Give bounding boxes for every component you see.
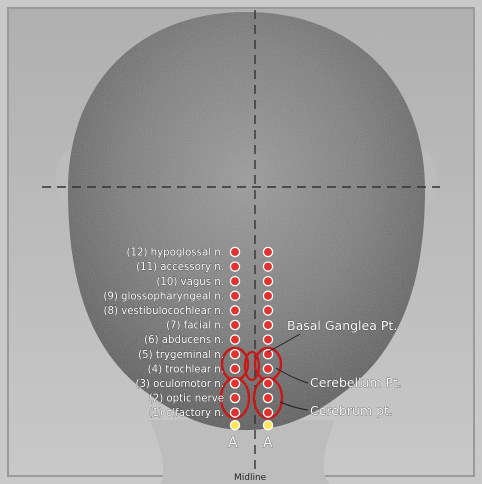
right-point bbox=[263, 350, 272, 359]
right-point bbox=[263, 335, 272, 344]
left-point bbox=[230, 262, 239, 271]
nerve-label: (8) vestibulocochlear n. bbox=[104, 306, 224, 317]
left-point bbox=[230, 393, 239, 402]
nerve-label: (1) olfactory n. bbox=[148, 408, 224, 419]
left-point bbox=[230, 379, 239, 388]
nerve-label: (6) abducens n. bbox=[144, 335, 224, 346]
left-point-yellow bbox=[230, 421, 239, 430]
left-point bbox=[230, 350, 239, 359]
right-point bbox=[263, 262, 272, 271]
left-point bbox=[230, 277, 239, 286]
left-point bbox=[230, 408, 239, 417]
right-point bbox=[263, 291, 272, 300]
nerve-label: (7) facial n. bbox=[166, 321, 224, 332]
nerve-label: (4) trochlear n. bbox=[148, 364, 224, 375]
left-point bbox=[230, 291, 239, 300]
nerve-label: (12) hypoglossal n. bbox=[127, 248, 225, 259]
cerebellum-label: Cerebellum Pt. bbox=[310, 375, 402, 390]
nerve-label: (3) oculomotor n. bbox=[135, 379, 224, 390]
nerve-label: (9) glossopharyngeal n. bbox=[103, 291, 224, 302]
right-point bbox=[263, 320, 272, 329]
basal-ganglia-label: Basal Ganglea Pt. bbox=[287, 318, 397, 333]
right-point bbox=[263, 364, 272, 373]
right-point bbox=[263, 247, 272, 256]
right-point bbox=[263, 393, 272, 402]
left-point bbox=[230, 364, 239, 373]
nerve-label: (5) trygeminal n. bbox=[138, 350, 224, 361]
left-column-marker: A bbox=[228, 435, 238, 451]
right-column-marker: A bbox=[263, 435, 273, 451]
right-point bbox=[263, 379, 272, 388]
nerve-label: (11) accessory n. bbox=[136, 262, 224, 273]
midline-label: Midline bbox=[234, 473, 267, 483]
left-point bbox=[230, 247, 239, 256]
left-point bbox=[230, 320, 239, 329]
right-point-yellow bbox=[263, 421, 272, 430]
right-point bbox=[263, 408, 272, 417]
nerve-label: (10) vagus n. bbox=[156, 277, 224, 288]
left-point bbox=[230, 335, 239, 344]
nerve-label: (2) optic nerve bbox=[149, 394, 224, 405]
right-point bbox=[263, 277, 272, 286]
left-point bbox=[230, 306, 239, 315]
cerebrum-label: Cerebrum pt. bbox=[310, 403, 393, 418]
right-point bbox=[263, 306, 272, 315]
